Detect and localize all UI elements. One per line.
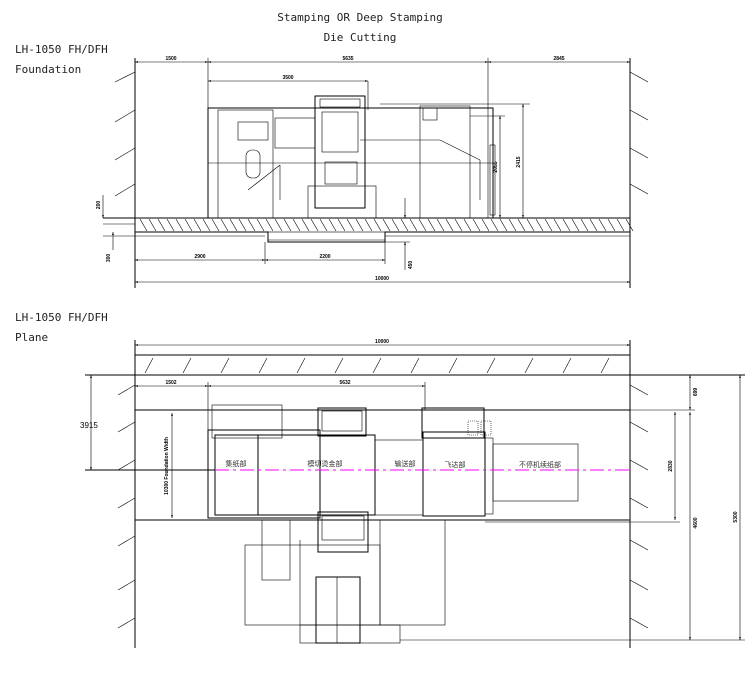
- plane-dim-machine: 5632: [339, 380, 350, 386]
- plane-dim-top: 699: [693, 388, 699, 397]
- section-delivery: 集纸部: [226, 459, 247, 468]
- title-line-2: Die Cutting: [324, 31, 397, 44]
- section-feeder: 飞达部: [445, 460, 466, 469]
- dim-bottom-left: 2900: [194, 254, 205, 260]
- plane-dim-depth: 4600: [693, 517, 699, 528]
- section-nonstop-feeding: 不停机续纸部: [519, 460, 561, 469]
- title-line-1: Stamping OR Deep Stamping: [277, 11, 443, 24]
- section-diecut-stamping: 模切烫金部: [308, 459, 343, 468]
- dim-height1: 2055: [493, 161, 499, 172]
- plane-foundation-width: 10300 Foundation Width: [164, 437, 170, 495]
- floor-hatch: [139, 218, 634, 232]
- dim-right: 2845: [553, 56, 564, 62]
- dim-floor2: 300: [106, 254, 112, 263]
- machine-elevation: [207, 95, 496, 219]
- plane-dim-width: 2830: [668, 460, 674, 471]
- elevation-view: 1500 5635 2845 3500: [96, 56, 649, 288]
- plane-dim-total: 10000: [375, 339, 389, 345]
- plane-model: LH-1050 FH/DFH: [15, 311, 108, 324]
- wall-hatch: [114, 71, 649, 197]
- plane-label: Plane: [15, 331, 48, 344]
- plane-view: 10000 1502 5632 3915 10300 Foundation Wi…: [80, 339, 745, 648]
- foundation-model: LH-1050 FH/DFH: [15, 43, 108, 56]
- dim-total: 10000: [375, 276, 389, 282]
- dim-left: 1500: [165, 56, 176, 62]
- plane-dim-offset: 3915: [80, 421, 98, 430]
- dim-pit-depth: 450: [408, 261, 414, 270]
- dim-floor1: 200: [96, 201, 102, 210]
- section-transfer: 输送部: [395, 459, 416, 468]
- plane-dim-overall: 5300: [733, 511, 739, 522]
- dim-height2: 2415: [516, 156, 522, 167]
- foundation-label: Foundation: [15, 63, 81, 76]
- top-wall-hatch: [144, 357, 610, 374]
- dim-machine: 5635: [342, 56, 353, 62]
- side-wall-hatch: [117, 384, 649, 629]
- dim-pit-width: 2200: [319, 254, 330, 260]
- machine-plan: [207, 404, 579, 644]
- dim-section: 3500: [282, 75, 293, 81]
- plane-dim-left: 1502: [165, 380, 176, 386]
